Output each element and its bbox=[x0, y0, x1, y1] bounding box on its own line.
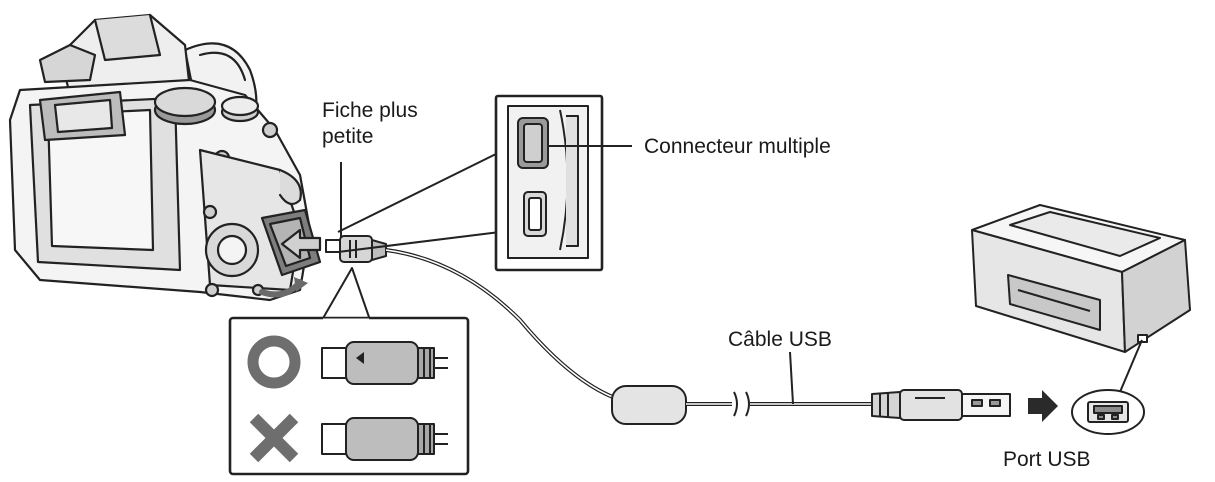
smaller-plug-label-line2: petite bbox=[322, 125, 374, 148]
usb-cable-label: Câble USB bbox=[728, 328, 832, 351]
cross-symbol-icon bbox=[249, 413, 299, 463]
circle-symbol-icon bbox=[247, 335, 301, 389]
multi-connector-label: Connecteur multiple bbox=[644, 135, 831, 158]
plug-incorrect-orientation bbox=[321, 417, 448, 461]
smaller-plug-label-line1: Fiche plus bbox=[322, 99, 418, 122]
usb-port-icon bbox=[1071, 389, 1145, 435]
multi-connector-callout bbox=[337, 94, 632, 272]
direction-arrow-icon bbox=[1028, 390, 1058, 422]
camera-illustration bbox=[8, 13, 322, 302]
usb-port-label: Port USB bbox=[1003, 448, 1091, 471]
usb-a-plug bbox=[871, 389, 1011, 421]
usb-cable-leader bbox=[789, 351, 794, 405]
ferrite-core bbox=[611, 385, 687, 425]
plug-orientation-callout bbox=[228, 267, 470, 476]
usb-cable-illustration bbox=[325, 235, 1011, 425]
plug-correct-orientation bbox=[321, 341, 448, 385]
printer-illustration bbox=[971, 204, 1191, 435]
